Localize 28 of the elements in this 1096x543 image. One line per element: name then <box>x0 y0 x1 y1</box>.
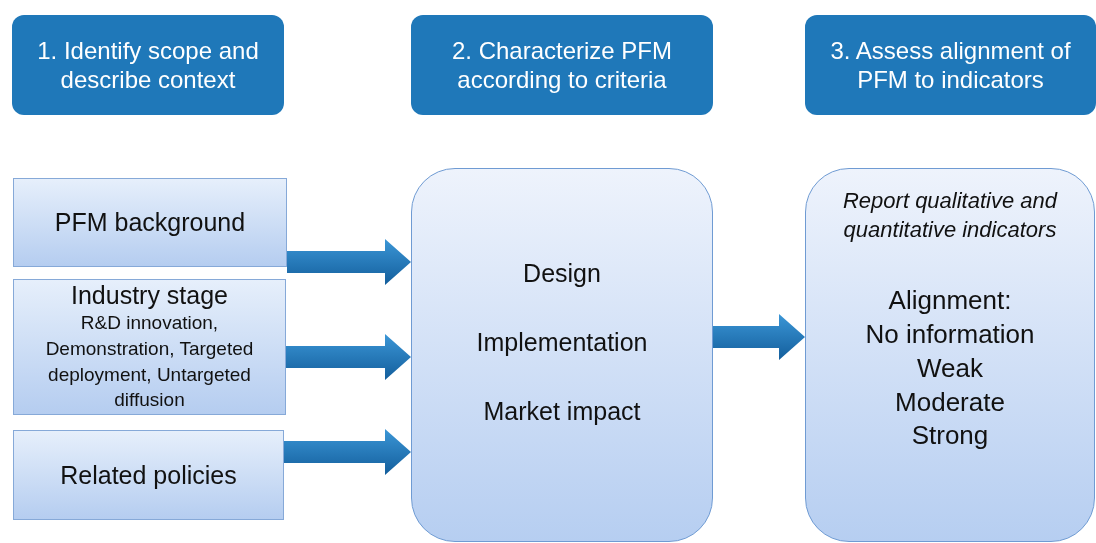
stage-list: R&D innovation, Demonstration, Targeted deployment, Untargeted diffusion <box>14 310 285 413</box>
box-title: 1. Identify scope and describe context <box>36 35 260 95</box>
alignment-level: Strong <box>911 419 989 453</box>
box-title: Related policies <box>60 460 237 490</box>
criterion-label: Design <box>523 259 601 288</box>
criterion-label: Implementation <box>476 328 648 357</box>
criterion-label: Market impact <box>483 397 641 426</box>
alignment-level: Weak <box>917 351 983 385</box>
box-heading: Industry stage <box>71 281 228 311</box>
alignment-level: Moderate <box>895 385 1005 419</box>
process-box <box>411 168 713 542</box>
alignment-heading: Alignment: <box>888 284 1012 318</box>
box-heading: Report qualitative and quantitative indicators <box>842 187 1059 244</box>
box-title: 2. Characterize PFM according to criteria <box>450 35 674 95</box>
block-arrow <box>286 334 411 380</box>
alignment-level: No information <box>865 318 1035 351</box>
context-box <box>13 430 284 520</box>
context-box <box>13 279 286 415</box>
box-title: PFM background <box>54 208 246 237</box>
block-arrow <box>284 429 411 475</box>
box-title: 3. Assess alignment of PFM to indicators <box>829 35 1072 95</box>
process-box <box>805 168 1095 542</box>
step-header <box>12 15 284 115</box>
context-box <box>13 178 287 267</box>
block-arrow <box>287 239 411 285</box>
block-arrow <box>713 314 805 360</box>
step-header <box>411 15 713 115</box>
step-header <box>805 15 1096 115</box>
